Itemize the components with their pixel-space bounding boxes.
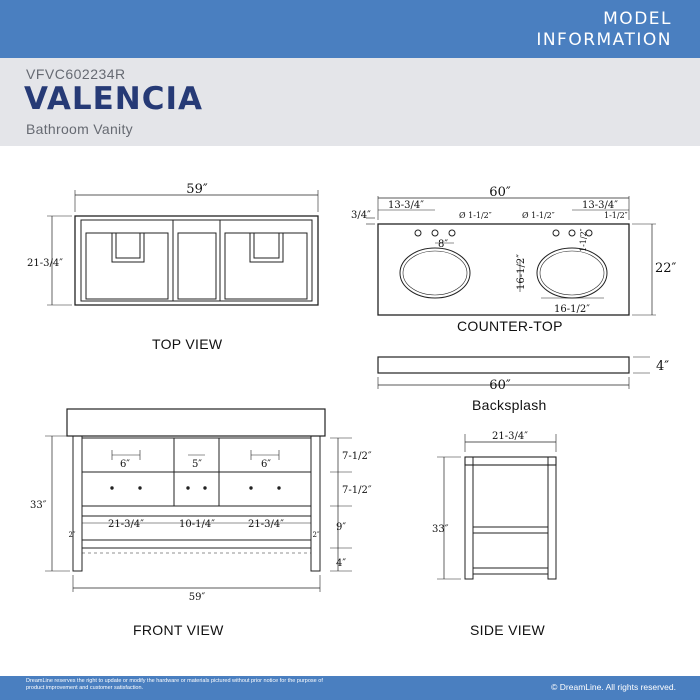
top-view-drawing [47, 190, 319, 306]
countertop-faucet-spacing-dim: 8″ [438, 239, 448, 250]
countertop-drawing [366, 196, 656, 316]
title-band [0, 58, 700, 146]
footer-bar [0, 676, 700, 700]
backsplash-width-dim: 60″ [489, 378, 511, 393]
countertop-sink-width-dim: 16-1/2″ [554, 304, 590, 315]
backsplash-drawing [377, 356, 650, 389]
front-drawer2-dim: 7-1/2″ [342, 485, 372, 496]
front-mid-width-dim: 10-1/4″ [179, 519, 215, 530]
countertop-hole-right-dim: Ø 1-1/2″ [522, 211, 555, 220]
countertop-sink-height-dim: 16-1/2″ [516, 254, 527, 290]
backsplash-label: Backsplash [472, 397, 547, 413]
product-subtitle: Bathroom Vanity [26, 121, 133, 137]
side-height-dim: 33″ [432, 524, 449, 535]
side-view-label: SIDE VIEW [470, 622, 546, 638]
front-drawer-gap-mid-dim: 5″ [192, 459, 202, 470]
front-left-width-dim: 21-3/4″ [108, 519, 144, 530]
front-leg-left-dim: 2″ [68, 531, 75, 539]
model-sku: VFVC602234R [26, 66, 126, 82]
footer-copyright: © DreamLine. All rights reserved. [551, 682, 676, 692]
product-name: VALENCIA [24, 81, 204, 117]
backsplash-height-dim: 4″ [656, 359, 669, 374]
countertop-hole-left-dim: Ø 1-1/2″ [459, 211, 492, 220]
footer-disclaimer: DreamLine reserves the right to update o… [26, 678, 323, 691]
front-right-width-dim: 21-3/4″ [248, 519, 284, 530]
countertop-left-offset-dim: 13-3/4″ [388, 200, 424, 211]
model-label-line2: INFORMATION [536, 30, 672, 50]
top-width-dim: 59″ [186, 182, 208, 197]
front-drawer-gap-left-dim: 6″ [120, 459, 130, 470]
front-drawer1-dim: 7-1/2″ [342, 451, 372, 462]
countertop-label: COUNTER-TOP [457, 318, 563, 334]
top-depth-dim: 21-3/4″ [27, 258, 63, 269]
top-view-label: TOP VIEW [152, 336, 223, 352]
side-depth-dim: 21-3/4″ [492, 431, 528, 442]
front-shelf-dim: 9″ [336, 522, 346, 533]
side-view-drawing [437, 434, 557, 580]
front-height-dim: 33″ [30, 500, 47, 511]
front-view-label: FRONT VIEW [133, 622, 224, 638]
top-banner [0, 0, 700, 58]
countertop-right-offset-dim: 13-3/4″ [582, 200, 618, 211]
front-view-drawing [45, 408, 352, 592]
front-width-dim: 59″ [189, 592, 206, 603]
countertop-edge-dim: 3/4″ [351, 210, 371, 221]
front-base-dim: 4″ [336, 558, 346, 569]
countertop-hole-small-dim: 1-1/2″ [604, 211, 628, 220]
countertop-width-dim: 60″ [489, 185, 511, 200]
front-leg-right-dim: 2″ [312, 531, 319, 539]
model-information-label: MODEL INFORMATION [536, 9, 672, 51]
countertop-depth-dim: 22″ [655, 261, 677, 276]
front-drawer-gap-right-dim: 6″ [261, 459, 271, 470]
model-label-line1: MODEL [603, 9, 672, 29]
countertop-sink-offset-dim: 1-1/2″ [579, 228, 588, 252]
